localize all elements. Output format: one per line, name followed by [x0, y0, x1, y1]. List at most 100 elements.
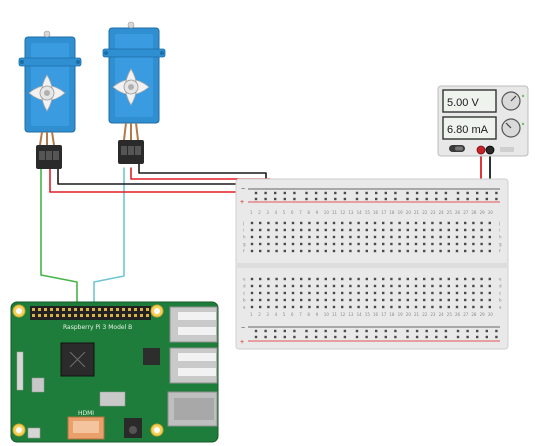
terminal-hole[interactable]	[283, 305, 286, 309]
terminal-hole[interactable]	[291, 277, 295, 281]
terminal-hole[interactable]	[414, 284, 418, 288]
rail-hole[interactable]	[485, 329, 488, 333]
terminal-hole[interactable]	[349, 298, 352, 302]
terminal-hole[interactable]	[250, 305, 254, 309]
terminal-hole[interactable]	[300, 284, 303, 288]
terminal-hole[interactable]	[382, 242, 385, 246]
servo1-ground-wire[interactable]	[57, 167, 248, 194]
terminal-hole[interactable]	[373, 242, 377, 246]
gpio-pin[interactable]	[32, 308, 35, 311]
rail-hole[interactable]	[314, 335, 318, 339]
terminal-hole[interactable]	[398, 284, 401, 288]
terminal-hole[interactable]	[373, 235, 377, 239]
terminal-hole[interactable]	[316, 305, 319, 309]
terminal-hole[interactable]	[259, 249, 262, 253]
gpio-pin[interactable]	[74, 314, 77, 317]
terminal-hole[interactable]	[250, 235, 254, 239]
terminal-hole[interactable]	[439, 298, 442, 302]
rail-hole[interactable]	[324, 329, 327, 333]
terminal-hole[interactable]	[439, 291, 442, 295]
terminal-hole[interactable]	[250, 228, 254, 232]
rail-hole[interactable]	[415, 335, 419, 339]
rail-hole[interactable]	[466, 197, 469, 201]
rail-hole[interactable]	[476, 335, 479, 339]
terminal-hole[interactable]	[455, 221, 459, 225]
raspberry-pi-board[interactable]: Raspberry Pi 3 Model B HDMI	[10, 301, 219, 443]
terminal-hole[interactable]	[275, 277, 278, 281]
rail-hole[interactable]	[283, 329, 286, 333]
terminal-hole[interactable]	[275, 228, 278, 232]
rail-hole[interactable]	[406, 197, 409, 201]
terminal-hole[interactable]	[414, 249, 418, 253]
terminal-hole[interactable]	[480, 284, 483, 288]
gpio-pin[interactable]	[62, 314, 65, 317]
rail-hole[interactable]	[435, 197, 438, 201]
rail-hole[interactable]	[283, 197, 286, 201]
rail-hole[interactable]	[254, 191, 258, 195]
rail-hole[interactable]	[254, 329, 258, 333]
terminal-hole[interactable]	[291, 228, 295, 232]
terminal-hole[interactable]	[390, 277, 393, 281]
rail-hole[interactable]	[444, 191, 448, 195]
terminal-hole[interactable]	[332, 221, 336, 225]
terminal-hole[interactable]	[382, 277, 385, 281]
terminal-hole[interactable]	[291, 298, 295, 302]
terminal-hole[interactable]	[283, 277, 286, 281]
terminal-hole[interactable]	[332, 298, 336, 302]
terminal-hole[interactable]	[423, 305, 426, 309]
terminal-hole[interactable]	[250, 249, 254, 253]
terminal-hole[interactable]	[349, 221, 352, 225]
terminal-hole[interactable]	[472, 235, 475, 239]
terminal-hole[interactable]	[488, 298, 491, 302]
rail-hole[interactable]	[495, 335, 498, 339]
terminal-hole[interactable]	[406, 291, 409, 295]
rail-hole[interactable]	[394, 197, 397, 201]
terminal-hole[interactable]	[414, 291, 418, 295]
terminal-hole[interactable]	[390, 249, 393, 253]
rail-hole[interactable]	[314, 197, 318, 201]
terminal-hole[interactable]	[332, 235, 336, 239]
terminal-hole[interactable]	[291, 221, 295, 225]
terminal-hole[interactable]	[439, 235, 442, 239]
terminal-hole[interactable]	[373, 291, 377, 295]
terminal-hole[interactable]	[324, 249, 327, 253]
rail-hole[interactable]	[375, 329, 378, 333]
terminal-hole[interactable]	[332, 291, 336, 295]
terminal-hole[interactable]	[414, 221, 418, 225]
terminal-hole[interactable]	[365, 221, 368, 225]
terminal-hole[interactable]	[341, 284, 344, 288]
terminal-hole[interactable]	[365, 305, 368, 309]
terminal-hole[interactable]	[373, 277, 377, 281]
terminal-hole[interactable]	[447, 298, 450, 302]
terminal-hole[interactable]	[283, 242, 286, 246]
terminal-hole[interactable]	[464, 305, 467, 309]
terminal-hole[interactable]	[464, 228, 467, 232]
terminal-hole[interactable]	[406, 249, 409, 253]
gpio-pin[interactable]	[110, 308, 113, 311]
rail-hole[interactable]	[343, 191, 347, 195]
rail-hole[interactable]	[394, 329, 397, 333]
terminal-hole[interactable]	[373, 249, 377, 253]
rail-hole[interactable]	[444, 335, 448, 339]
hdmi-port[interactable]	[67, 416, 105, 440]
rail-hole[interactable]	[355, 329, 359, 333]
rail-hole[interactable]	[324, 191, 327, 195]
terminal-hole[interactable]	[267, 228, 270, 232]
terminal-hole[interactable]	[382, 228, 385, 232]
terminal-hole[interactable]	[390, 242, 393, 246]
terminal-hole[interactable]	[480, 298, 483, 302]
terminal-hole[interactable]	[349, 291, 352, 295]
rail-hole[interactable]	[476, 191, 479, 195]
terminal-hole[interactable]	[373, 298, 377, 302]
rail-hole[interactable]	[495, 197, 498, 201]
terminal-hole[interactable]	[455, 277, 459, 281]
terminal-hole[interactable]	[283, 235, 286, 239]
terminal-hole[interactable]	[480, 291, 483, 295]
terminal-hole[interactable]	[464, 242, 467, 246]
terminal-hole[interactable]	[365, 249, 368, 253]
terminal-hole[interactable]	[300, 249, 303, 253]
rail-hole[interactable]	[274, 329, 277, 333]
terminal-hole[interactable]	[455, 284, 459, 288]
terminal-hole[interactable]	[291, 284, 295, 288]
